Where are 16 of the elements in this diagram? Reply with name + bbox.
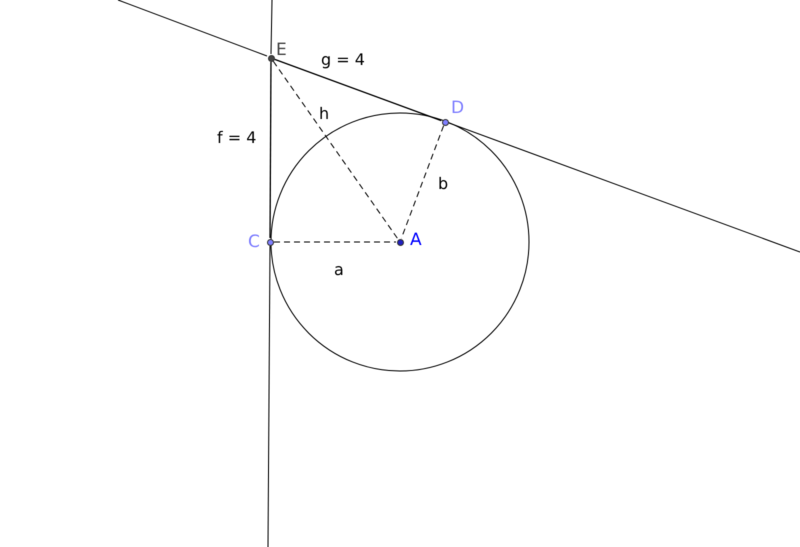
dashed-segment [272, 60, 398, 240]
point-label: D [451, 100, 464, 117]
point-label: C [248, 234, 260, 251]
edge-label: b [437, 176, 450, 192]
point-marker [442, 118, 448, 126]
point-label: A [410, 232, 422, 249]
dashed-segment [400, 125, 444, 239]
edge-label: f = 4 [216, 130, 258, 146]
point-marker [268, 54, 274, 62]
point-marker [266, 238, 274, 246]
line-segment [269, 62, 272, 238]
edge-label: g = 4 [320, 52, 366, 68]
line-segment [274, 58, 442, 122]
point-marker [396, 238, 404, 246]
point-label: E [276, 42, 287, 59]
edge-label: h [318, 106, 330, 122]
